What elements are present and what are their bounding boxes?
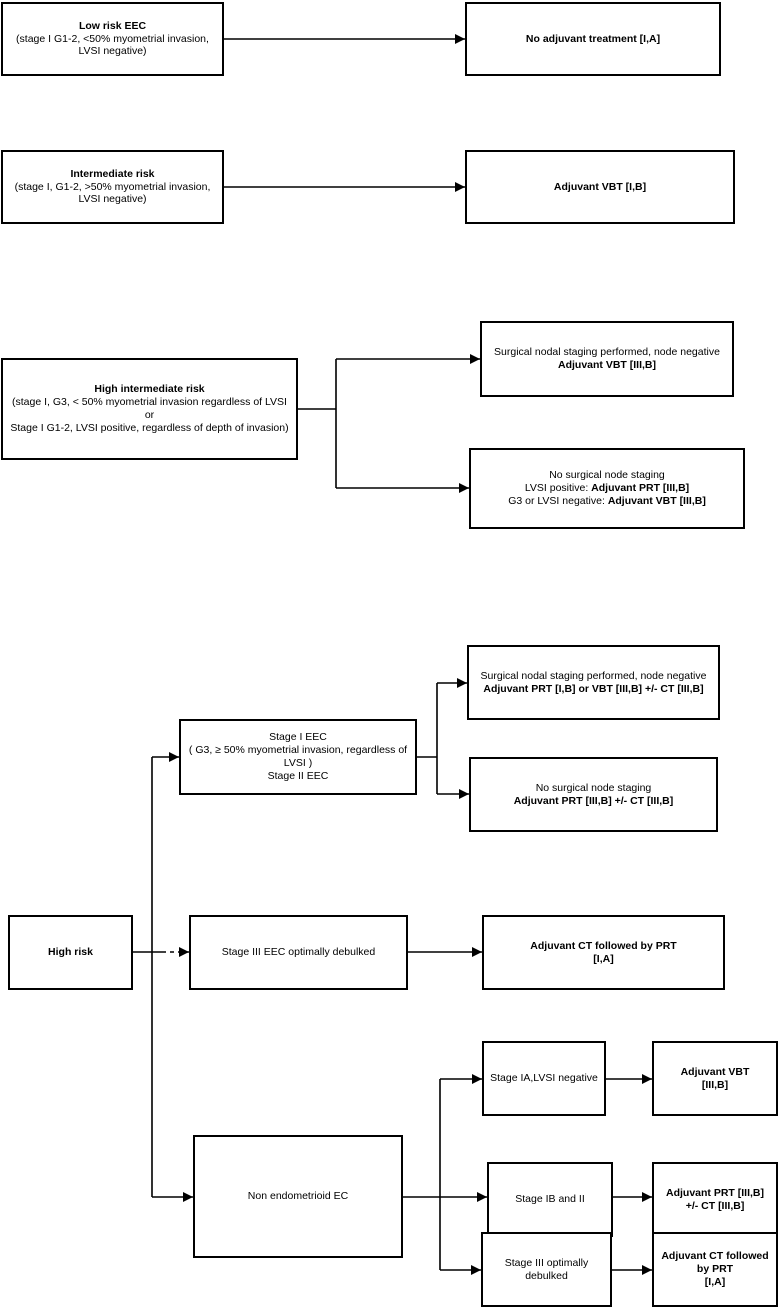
intermediate-risk-box: Intermediate risk (stage I, G1-2, >50% m… — [1, 150, 224, 224]
high-intermediate-risk-box: High intermediate risk (stage I, G3, < 5… — [1, 358, 298, 460]
nec-ia-treatment-1: Adjuvant VBT — [680, 1065, 750, 1078]
nec-iii-treatment-box: Adjuvant CT followed by PRT [I,A] — [652, 1232, 778, 1307]
high-intermediate-risk-detail-1: (stage I, G3, < 50% myometrial invasion … — [12, 396, 287, 421]
nec-ia-label: Stage IA,LVSI negative — [490, 1072, 598, 1085]
intermediate-risk-detail-1: (stage I, G1-2, >50% myometrial invasion… — [14, 180, 211, 193]
stage-i-unstaged-box: No surgical node staging Adjuvant PRT [I… — [469, 757, 718, 832]
nec-iii-label-2: debulked — [525, 1269, 568, 1282]
stage-i-eec-box: Stage I EEC ( G3, ≥ 50% myometrial invas… — [179, 719, 417, 795]
nec-iii-treatment-2: by PRT — [696, 1263, 734, 1276]
stage-i-unstaged-line-1: No surgical node staging — [535, 781, 652, 794]
hir-lvsi-positive-treatment: Adjuvant PRT [III,B] — [591, 482, 690, 495]
hir-staged-treatment: Adjuvant VBT [III,B] — [558, 359, 656, 371]
stage-iii-eec-box: Stage III EEC optimally debulked — [189, 915, 408, 990]
hir-unstaged-box: No surgical node staging LVSI positive: … — [469, 448, 745, 529]
stage-i-eec-line-3: LVSI ) — [283, 757, 313, 769]
nec-ia-treatment-box: Adjuvant VBT [III,B] — [652, 1041, 778, 1116]
nec-ib-treatment-box: Adjuvant PRT [III,B] +/- CT [III,B] — [652, 1162, 778, 1237]
non-endometrioid-box: Non endometrioid EC — [193, 1135, 403, 1258]
connector-high-risk-trunk — [133, 757, 153, 1197]
hir-lvsi-negative-treatment: Adjuvant VBT [III,B] — [607, 494, 706, 507]
connector-stage-i-branch — [417, 683, 438, 794]
connector-high-intermediate-branch — [298, 359, 337, 488]
hir-staged-line-1: Surgical nodal staging performed, node n… — [494, 346, 720, 359]
nec-iii-box: Stage III optimally debulked — [481, 1232, 612, 1307]
connector-non-endometrioid-branch — [403, 1079, 441, 1270]
low-risk-treatment: No adjuvant treatment [I,A] — [525, 32, 661, 45]
nec-ia-box: Stage IA,LVSI negative — [482, 1041, 606, 1116]
intermediate-risk-treatment: Adjuvant VBT [I,B] — [553, 180, 647, 193]
nec-ib-box: Stage IB and II — [487, 1162, 613, 1237]
intermediate-risk-detail-2: LVSI negative) — [78, 193, 147, 206]
stage-iii-treatment-1: Adjuvant CT followed by PRT — [530, 939, 677, 952]
stage-i-eec-line-1: Stage I EEC — [269, 731, 327, 744]
low-risk-detail-2: LVSI negative) — [78, 45, 147, 58]
hir-unstaged-line-1: No surgical node staging — [549, 469, 665, 482]
stage-i-unstaged-treatment: Adjuvant PRT [III,B] +/- CT [III,B] — [513, 794, 674, 807]
stage-i-staged-treatment: Adjuvant PRT [I,B] or VBT [III,B] +/- CT… — [483, 682, 704, 695]
hir-lvsi-negative-label: G3 or LVSI negative: — [508, 494, 608, 507]
high-risk-box: High risk — [8, 915, 133, 990]
nec-iii-label-1: Stage III optimally — [504, 1256, 589, 1269]
low-risk-title: Low risk EEC — [78, 19, 147, 32]
high-intermediate-risk-detail-2: Stage I G1-2, LVSI positive, regardless … — [10, 421, 289, 434]
nec-ia-treatment-2: [III,B] — [701, 1078, 729, 1091]
hir-unstaged-line-3: G3 or LVSI negative: Adjuvant VBT [III,B… — [508, 495, 706, 508]
nec-ib-treatment-2: +/- CT [III,B] — [685, 1199, 745, 1212]
stage-i-staged-line-1: Surgical nodal staging performed, node n… — [480, 669, 707, 682]
hir-lvsi-positive-label: LVSI positive: — [524, 482, 592, 495]
hir-unstaged-line-2: LVSI positive: Adjuvant PRT [III,B] — [525, 482, 689, 495]
nec-ib-treatment-1: Adjuvant PRT [III,B] — [666, 1186, 764, 1199]
intermediate-risk-title: Intermediate risk — [70, 167, 155, 180]
nec-iii-treatment-1: Adjuvant CT followed — [661, 1250, 769, 1263]
high-intermediate-risk-title: High intermediate risk — [94, 383, 205, 396]
stage-i-staged-box: Surgical nodal staging performed, node n… — [467, 645, 720, 720]
high-risk-title: High risk — [48, 946, 93, 959]
nec-iii-treatment-3: [I,A] — [704, 1275, 726, 1288]
stage-iii-eec-label: Stage III EEC optimally debulked — [221, 946, 376, 959]
stage-i-eec-line-2: ( G3, ≥ 50% myometrial invasion, regardl… — [188, 744, 408, 757]
low-risk-detail-1: (stage I G1-2, <50% myometrial invasion, — [16, 32, 209, 45]
stage-iii-treatment-box: Adjuvant CT followed by PRT [I,A] — [482, 915, 725, 990]
low-risk-treatment-box: No adjuvant treatment [I,A] — [465, 2, 721, 76]
stage-i-eec-line-4: Stage II EEC — [267, 769, 329, 782]
nec-ib-label: Stage IB and II — [515, 1193, 585, 1206]
hir-staged-box: Surgical nodal staging performed, node n… — [480, 321, 734, 397]
intermediate-risk-treatment-box: Adjuvant VBT [I,B] — [465, 150, 735, 224]
low-risk-box: Low risk EEC (stage I G1-2, <50% myometr… — [1, 2, 224, 76]
stage-iii-treatment-2: [I,A] — [593, 952, 614, 965]
non-endometrioid-label: Non endometrioid EC — [247, 1190, 349, 1203]
